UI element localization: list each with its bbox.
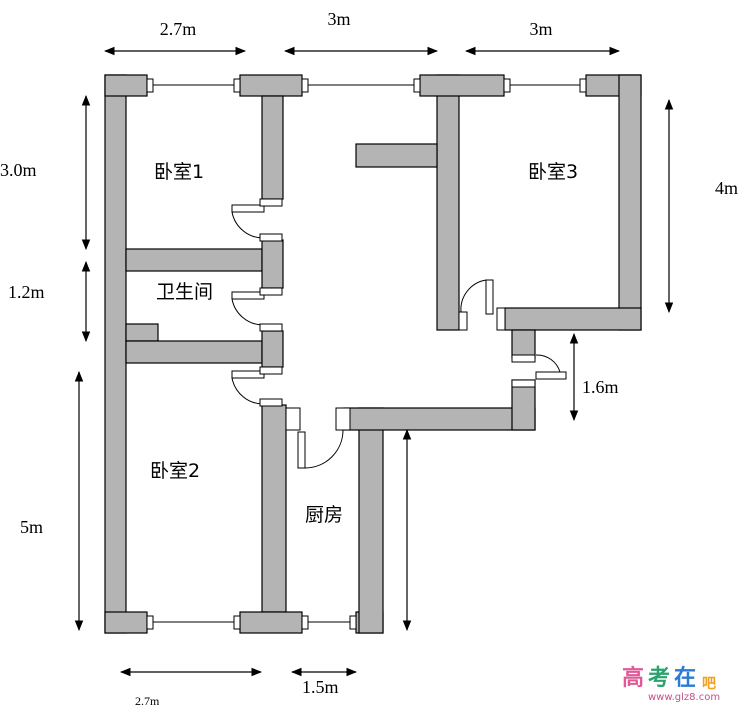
walls xyxy=(104,74,642,634)
wall-bath-top xyxy=(125,248,263,272)
watermark-logo: 高 考 在 吧 www.glz8.com xyxy=(622,665,720,703)
dimension-lines xyxy=(74,46,674,677)
room-labels: 卧室1 卫生间 卧室2 厨房 卧室3 xyxy=(150,161,578,526)
wall-bottom-mid xyxy=(239,611,303,634)
door-bedroom1 xyxy=(231,204,265,213)
dim-label-left-upper: 3.0m xyxy=(0,160,37,180)
wall-bedroom1-right xyxy=(261,95,284,200)
wall-bedroom3-bottom xyxy=(504,307,642,331)
wall-entry-post xyxy=(511,329,536,359)
room-label-bedroom1: 卧室1 xyxy=(154,161,204,183)
dim-label-bottom-mid: 1.5m xyxy=(302,677,339,697)
room-label-bathroom: 卫生间 xyxy=(156,281,213,303)
wall-bath-right xyxy=(261,239,284,289)
dimension-labels: 2.7m 3m 3m 3.0m 1.2m 5m 4m 1.6m 2.7m 1.5… xyxy=(0,9,738,708)
wall-top-junction-1 xyxy=(239,74,303,97)
door-bedroom2 xyxy=(231,370,265,379)
dim-label-left-mid: 1.2m xyxy=(8,282,45,302)
door-kitchen xyxy=(297,431,306,469)
watermark-char-4: 吧 xyxy=(702,676,716,692)
dim-label-bottom-left: 2.7m xyxy=(135,694,160,708)
wall-bath-bottom xyxy=(125,340,263,364)
wall-left-outer xyxy=(104,74,127,634)
room-label-bedroom3: 卧室3 xyxy=(528,161,578,183)
door-entry xyxy=(535,371,567,380)
doors xyxy=(231,198,567,469)
wall-hall-stub xyxy=(355,143,438,168)
wall-corridor-top xyxy=(343,407,536,431)
room-label-bedroom2: 卧室2 xyxy=(150,460,200,482)
wall-bath-stub xyxy=(125,323,159,342)
watermark-char-2: 考 xyxy=(648,665,670,691)
door-bathroom xyxy=(231,291,265,300)
watermark-url: www.glz8.com xyxy=(648,692,720,703)
watermark-char-3: 在 xyxy=(674,665,696,691)
wall-kitchen-right xyxy=(358,407,384,634)
room-label-kitchen: 厨房 xyxy=(305,504,343,526)
wall-bottom-left xyxy=(104,611,148,634)
windows xyxy=(146,78,587,630)
wall-bedroom3-left xyxy=(436,74,460,331)
watermark-char-1: 高 xyxy=(622,665,644,691)
wall-right-outer xyxy=(618,74,642,331)
dim-label-top-left: 2.7m xyxy=(160,19,197,39)
dim-label-right-mid: 1.6m xyxy=(582,377,619,397)
wall-top-left-corner xyxy=(104,74,148,97)
dim-label-right-upper: 4m xyxy=(715,178,738,198)
door-bedroom3 xyxy=(485,279,494,315)
dim-label-top-right: 3m xyxy=(529,19,552,39)
wall-bath-right-lower xyxy=(261,330,284,368)
dim-label-left-lower: 5m xyxy=(20,517,43,537)
dim-label-top-mid: 3m xyxy=(327,9,350,29)
wall-top-junction-2 xyxy=(419,74,505,97)
wall-bedroom2-right xyxy=(261,404,287,613)
